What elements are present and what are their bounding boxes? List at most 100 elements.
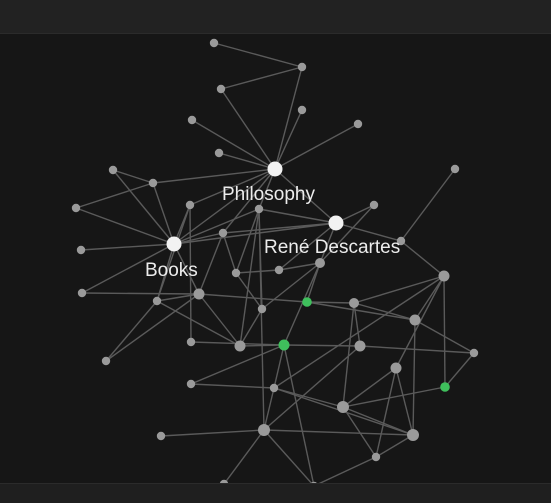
graph-node-highlighted[interactable] bbox=[302, 297, 312, 307]
graph-edge bbox=[218, 152, 276, 170]
node-label-philosophy[interactable]: Philosophy bbox=[222, 184, 315, 205]
graph-node[interactable] bbox=[71, 203, 81, 213]
graph-node[interactable] bbox=[337, 401, 349, 413]
graph-node[interactable] bbox=[218, 228, 228, 238]
graph-node[interactable] bbox=[186, 337, 196, 347]
graph-node[interactable] bbox=[216, 84, 226, 94]
graph-node[interactable] bbox=[315, 258, 325, 268]
graph-edge bbox=[258, 208, 337, 224]
graph-edge bbox=[353, 275, 445, 304]
graph-node[interactable] bbox=[469, 348, 479, 358]
graph-canvas[interactable]: Philosophy René Descartes Books bbox=[0, 33, 551, 483]
graph-node-highlighted[interactable] bbox=[278, 339, 290, 351]
graph-edge bbox=[400, 240, 445, 277]
graph-node[interactable] bbox=[297, 105, 307, 115]
graph-node[interactable] bbox=[257, 304, 267, 314]
graph-edge bbox=[274, 123, 359, 170]
graph-node[interactable] bbox=[214, 148, 224, 158]
graph-edge bbox=[190, 344, 285, 385]
graph-edge bbox=[274, 168, 337, 224]
graph-edge bbox=[375, 367, 397, 458]
graph-node[interactable] bbox=[101, 356, 111, 366]
graph-edge bbox=[190, 383, 275, 389]
graph-node[interactable] bbox=[371, 452, 381, 462]
graph-edge bbox=[342, 302, 355, 408]
graph-node[interactable] bbox=[108, 165, 118, 175]
graph-edge bbox=[198, 293, 308, 303]
graph-edge bbox=[353, 302, 361, 347]
graph-node[interactable] bbox=[234, 340, 246, 352]
graph-node[interactable] bbox=[187, 115, 197, 125]
graph-edge bbox=[156, 204, 191, 302]
graph-node[interactable] bbox=[254, 204, 264, 214]
graph-edge bbox=[239, 308, 263, 347]
graph-node[interactable] bbox=[148, 178, 158, 188]
graph-node-highlighted[interactable] bbox=[440, 382, 450, 392]
graph-node[interactable] bbox=[450, 164, 460, 174]
graph-edge bbox=[258, 208, 265, 431]
graph-node[interactable] bbox=[258, 424, 270, 436]
graph-node[interactable] bbox=[349, 298, 359, 308]
node-label-books[interactable]: Books bbox=[145, 260, 198, 281]
graph-node[interactable] bbox=[354, 340, 366, 352]
graph-edge bbox=[112, 169, 175, 245]
graph-node[interactable] bbox=[396, 236, 406, 246]
graph-node[interactable] bbox=[209, 38, 219, 48]
graph-node[interactable] bbox=[185, 200, 195, 210]
graph-edge bbox=[235, 208, 260, 274]
graph-edge bbox=[375, 434, 414, 458]
graph-node[interactable] bbox=[193, 288, 205, 300]
graph-edge bbox=[80, 243, 175, 251]
graph-edge bbox=[198, 293, 241, 347]
graph-edge bbox=[220, 66, 303, 90]
graph-node-hub[interactable] bbox=[328, 215, 344, 231]
graph-node[interactable] bbox=[297, 62, 307, 72]
graph-edge bbox=[263, 387, 275, 431]
graph-edge bbox=[213, 42, 303, 68]
graph-edge bbox=[173, 232, 224, 245]
graph-edge bbox=[152, 182, 175, 245]
graph-edge bbox=[156, 293, 200, 302]
graph-node[interactable] bbox=[390, 362, 402, 374]
graph-nodes bbox=[71, 38, 479, 483]
graph-edge bbox=[359, 345, 475, 354]
graph-node[interactable] bbox=[152, 296, 162, 306]
graph-edge bbox=[263, 429, 313, 483]
graph-node[interactable] bbox=[186, 379, 196, 389]
graph-edges bbox=[75, 42, 475, 483]
graph-node[interactable] bbox=[438, 270, 450, 282]
graph-edge bbox=[318, 456, 377, 483]
node-label-rene-descartes[interactable]: René Descartes bbox=[264, 237, 400, 258]
graph-edge bbox=[274, 66, 303, 170]
graph-node-hub[interactable] bbox=[166, 236, 182, 252]
graph-edge bbox=[112, 169, 154, 184]
graph-node[interactable] bbox=[76, 245, 86, 255]
top-bar bbox=[0, 0, 551, 34]
graph-node[interactable] bbox=[310, 481, 318, 483]
graph-edge bbox=[160, 429, 265, 437]
graph-node[interactable] bbox=[269, 383, 279, 393]
graph-edge bbox=[261, 262, 321, 310]
graph-edge bbox=[105, 300, 158, 362]
graph-node[interactable] bbox=[156, 431, 166, 441]
graph-node[interactable] bbox=[274, 265, 284, 275]
graph-edge bbox=[342, 406, 377, 458]
graph-node[interactable] bbox=[77, 288, 87, 298]
graph-node[interactable] bbox=[353, 119, 363, 129]
graph-edge bbox=[395, 367, 414, 436]
graph-edge bbox=[342, 367, 397, 408]
graph-node[interactable] bbox=[219, 479, 229, 483]
graph-edge bbox=[278, 262, 321, 271]
graph-node[interactable] bbox=[369, 200, 379, 210]
graph-node[interactable] bbox=[407, 429, 419, 441]
graph-node[interactable] bbox=[231, 268, 241, 278]
graph-edge bbox=[342, 386, 446, 408]
graph-node-hub[interactable] bbox=[267, 161, 283, 177]
graph-edge bbox=[235, 269, 280, 274]
graph-edge bbox=[222, 232, 237, 274]
graph-edge bbox=[222, 222, 337, 234]
graph-node[interactable] bbox=[409, 314, 421, 326]
graph-edge bbox=[443, 275, 446, 388]
graph-edge bbox=[412, 319, 416, 436]
